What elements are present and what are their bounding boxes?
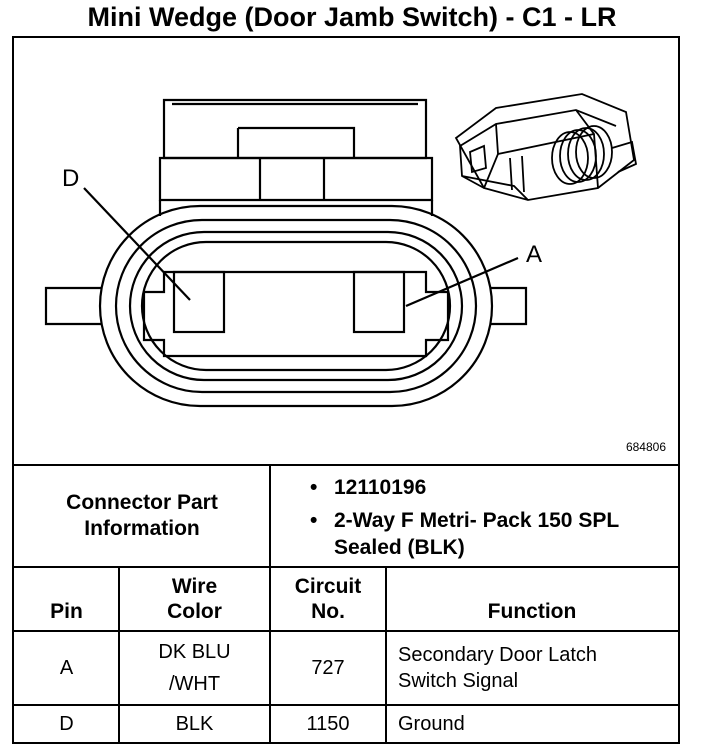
leader-line-a [405, 256, 519, 308]
connector-info-label: Connector Part Information [14, 464, 270, 566]
connector-outer-shell [98, 204, 494, 408]
table-row-function: Secondary Door Latch Switch Signal [386, 630, 678, 704]
table-row-pin: D [14, 704, 119, 742]
table-divider [269, 464, 271, 566]
header-wire-color-text: Wire Color [167, 575, 222, 623]
connector-perspective-icon [454, 93, 638, 201]
connector-info-item: •12110196 [310, 476, 427, 499]
table-row-pin: A [14, 630, 119, 704]
table-row-circuit: 1150 [270, 704, 386, 742]
table-row-function-text: Secondary Door Latch Switch Signal [398, 644, 598, 692]
header-pin: Pin [14, 566, 119, 630]
pin-label-d: D [62, 165, 79, 192]
leader-line-d [83, 187, 191, 301]
table-divider [269, 566, 271, 742]
terminal-d [172, 270, 226, 334]
header-circuit: Circuit No. [270, 566, 386, 630]
connector-diagram: D A [44, 93, 638, 408]
page-title: Mini Wedge (Door Jamb Switch) - C1 - LR [87, 2, 617, 32]
connector-info-list: •12110196 •2-Way F Metri- Pack 150 SPL S… [270, 464, 678, 566]
pin-label-a: A [526, 241, 542, 268]
right-latch-tab [490, 286, 528, 326]
header-function: Function [386, 566, 678, 630]
connector-info-item: •2-Way F Metri- Pack 150 SPL Sealed (BLK… [310, 507, 678, 561]
diagram-frame [12, 36, 680, 744]
table-row-wire-color: DK BLU /WHT [119, 630, 270, 704]
header-circuit-text: Circuit No. [294, 575, 362, 623]
connector-part-number: 12110196 [334, 476, 427, 499]
terminal-a [352, 270, 406, 334]
left-latch-tab [44, 286, 102, 326]
table-divider [385, 566, 387, 742]
diagram-part-number: 684806 [625, 440, 666, 454]
table-row-wire-color: BLK [119, 704, 270, 742]
connector-description: 2-Way F Metri- Pack 150 SPL Sealed (BLK) [334, 509, 619, 559]
table-row-circuit: 727 [270, 630, 386, 704]
table-row-wire-color-text: DK BLU /WHT [158, 641, 231, 695]
table-divider [118, 566, 120, 742]
header-wire-color: Wire Color [119, 566, 270, 630]
connector-table: Connector Part Information •12110196 •2-… [14, 464, 678, 742]
table-row-function: Ground [386, 704, 678, 742]
